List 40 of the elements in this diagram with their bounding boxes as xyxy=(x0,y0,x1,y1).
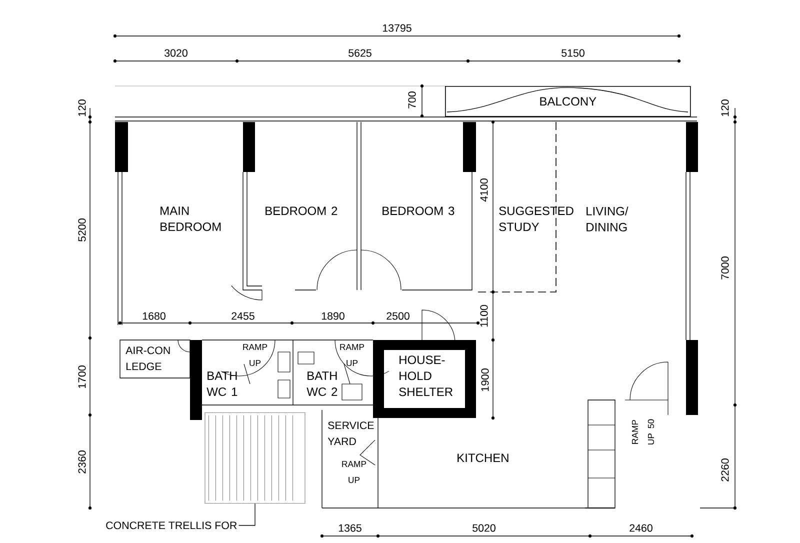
dimension-label: 1680 xyxy=(142,312,166,320)
room-label: AIR-CON LEDGE xyxy=(126,346,170,370)
ramp-label: RAMP UP xyxy=(342,460,366,484)
dimension-label: 2360 xyxy=(78,450,86,474)
room-label: LIVING/ DINING xyxy=(586,206,628,232)
dimension-label: 2455 xyxy=(232,312,254,320)
dimension-label: 1900 xyxy=(481,368,489,392)
dimension-label: 1890 xyxy=(322,312,344,320)
dimension-label: 120 xyxy=(78,100,86,116)
balcony-box: BALCONY xyxy=(445,86,691,117)
dimension-label: 7000 xyxy=(721,256,729,280)
dimension-label: 120 xyxy=(721,100,729,116)
dimension-label: 1100 xyxy=(480,304,488,327)
dimension-label: 5200 xyxy=(78,218,86,242)
dimension-label: 2500 xyxy=(386,312,410,320)
dimension-label: 5625 xyxy=(348,49,372,57)
ramp-label: RAMP UP xyxy=(340,344,364,366)
dimension-label: 4100 xyxy=(480,178,488,202)
room-label: BATH WC 1 xyxy=(206,372,238,396)
dimension-label: 1365 xyxy=(338,524,362,532)
dimension-label: 5020 xyxy=(472,524,496,532)
room-label: HOUSE- HOLD SHELTER xyxy=(399,356,452,396)
room-label: BATH WC 2 xyxy=(306,372,338,396)
room-label: BEDROOM 3 xyxy=(382,206,454,216)
dimension-label: 5150 xyxy=(562,49,584,57)
note-label: CONCRETE TRELLIS FOR xyxy=(106,522,237,530)
dimension-label: 2460 xyxy=(630,524,652,532)
dimension-label: 13795 xyxy=(383,24,412,32)
room-label: KITCHEN xyxy=(458,454,508,462)
ramp-label: RAMP UP xyxy=(243,344,268,366)
room-label: SERVICE YARD xyxy=(328,422,374,446)
leader-line xyxy=(238,503,256,526)
ramp-label: RAMP UP 50 xyxy=(632,419,654,444)
dimension-label: 1700 xyxy=(78,366,86,388)
dimension-label: 3020 xyxy=(164,49,188,57)
room-label: BEDROOM 2 xyxy=(266,206,338,216)
trellis-drawing xyxy=(204,412,306,504)
room-label: MAIN BEDROOM xyxy=(160,206,221,231)
dimension-label: 700 xyxy=(408,92,416,108)
dimension-label: 2260 xyxy=(721,458,729,482)
